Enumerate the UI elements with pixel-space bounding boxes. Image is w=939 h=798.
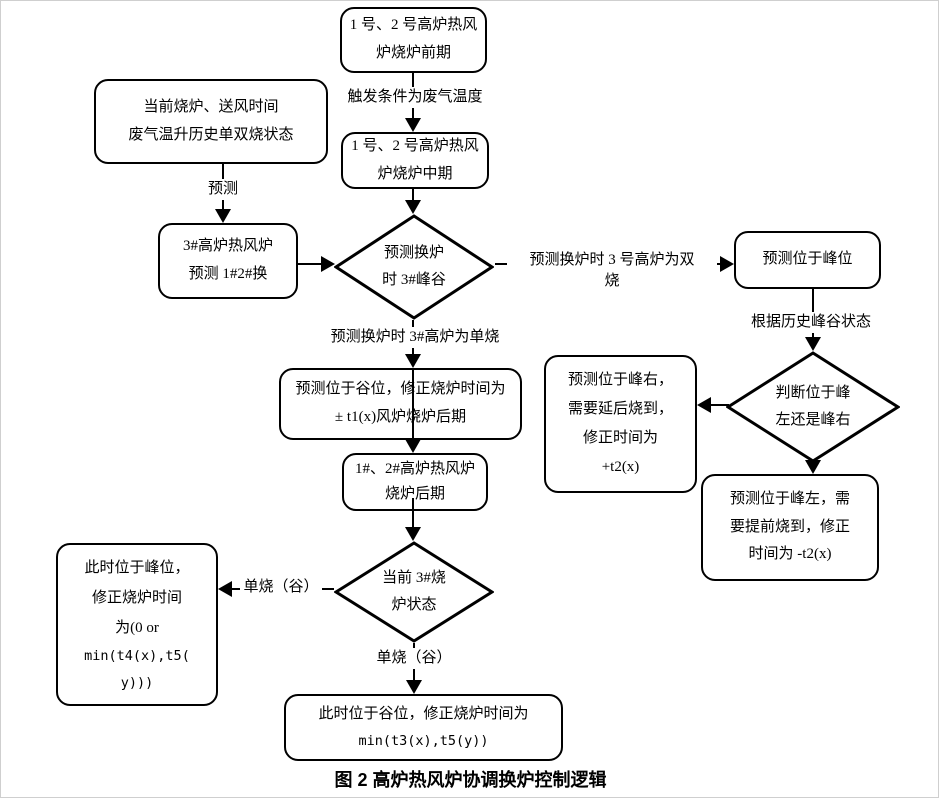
- connector-predict3-d1: [298, 263, 322, 265]
- node-text-line: 预测位于峰位: [762, 251, 853, 268]
- node-text-line: 3#高炉热风炉: [182, 238, 273, 255]
- node-text-line: 修正烧炉时间: [91, 589, 182, 606]
- arrowhead-down-icon: [405, 354, 421, 368]
- edge-label-history: 根据历史峰谷状态: [740, 312, 882, 333]
- arrowhead-down-icon: [405, 200, 421, 214]
- connector-valleypos-late: [412, 369, 414, 439]
- edge-label-single-valley-left: 单烧（谷）: [240, 577, 322, 598]
- decision-current-3-state: 当前 3#烧 炉状态: [334, 541, 494, 643]
- decision-text-line: 判断位于峰: [775, 385, 851, 401]
- edge-label-single-valley-down: 单烧（谷）: [372, 648, 456, 669]
- node-text-line: 1 号、2 号高炉热风: [349, 17, 478, 34]
- arrowhead-down-icon: [805, 460, 821, 474]
- arrowhead-left-icon: [697, 397, 711, 413]
- node-at-valley: 此时位于谷位，修正烧炉时间为 min(t3(x),t5(y)): [284, 694, 563, 761]
- diamond-shape: [334, 541, 494, 643]
- node-burn-early: 1 号、2 号高炉热风 炉烧炉前期: [340, 7, 487, 73]
- connector-d2-peakright: [711, 404, 729, 406]
- node-burn-late: 1#、2#高炉热风炉 烧炉后期: [342, 453, 488, 511]
- node-text-line: 1 号、2 号高炉热风: [351, 137, 479, 154]
- edge-label-line: 预测换炉时 3 号高炉为双: [529, 252, 695, 268]
- node-text-line: 修正时间为: [582, 430, 658, 446]
- connector-late-d3: [412, 498, 414, 527]
- decision-peak-left-right: 判断位于峰 左还是峰右: [726, 351, 900, 463]
- decision-text-line: 时 3#峰谷: [382, 272, 446, 288]
- node-text-line: 1#、2#高炉热风炉: [354, 460, 475, 477]
- node-at-peak: 此时位于峰位， 修正烧炉时间 为(0 or min(t4(x),t5( y))): [56, 543, 218, 706]
- figure-caption: 图 2 高炉热风炉协调换炉控制逻辑: [334, 770, 607, 790]
- node-text-line: 为(0 or: [115, 619, 159, 636]
- arrowhead-right-icon: [720, 256, 734, 272]
- decision-predict-peak-valley: 预测换炉 时 3#峰谷: [334, 214, 494, 320]
- node-text-line: 炉烧炉前期: [375, 45, 451, 61]
- node-text-line: min(t4(x),t5(: [84, 647, 190, 664]
- node-text-line: 时间为 -t2(x): [748, 546, 832, 563]
- node-text-line: 炉烧炉中期: [377, 165, 453, 182]
- decision-text-line: 左还是峰右: [775, 412, 851, 428]
- node-text-line: 预测 1#2#换: [188, 266, 268, 282]
- decision-text-line: 炉状态: [391, 597, 437, 613]
- node-text-line: 预测位于谷位，修正烧炉时间为: [295, 381, 506, 398]
- node-text-line: min(t3(x),t5(y)): [358, 732, 489, 749]
- edge-label-trigger: 触发条件为废气温度: [340, 87, 490, 108]
- node-text-line: 废气温升历史单双烧状态: [128, 126, 294, 143]
- node-text-line: 预测位于峰左，需: [729, 490, 850, 507]
- node-text-line: ± t1(x)风炉烧炉后期: [334, 409, 467, 425]
- edge-label-predict: 预测: [195, 179, 251, 200]
- edge-label-single-burn: 预测换炉时 3#高炉为单烧: [318, 327, 512, 348]
- node-text-line: 烧炉后期: [384, 486, 445, 502]
- arrowhead-down-icon: [405, 439, 421, 453]
- node-peak-right: 预测位于峰右， 需要延后烧到， 修正时间为 +t2(x): [544, 355, 697, 493]
- node-text-line: 此时位于谷位，修正烧炉时间为: [318, 706, 529, 723]
- node-text-line: 预测位于峰右，: [567, 371, 673, 388]
- node-peak-position: 预测位于峰位: [734, 231, 881, 289]
- node-history-inputs: 当前烧炉、送风时间 废气温升历史单双烧状态: [94, 79, 328, 164]
- decision-text-line: 预测换炉: [383, 245, 444, 261]
- node-text-line: y))): [120, 674, 154, 691]
- arrowhead-left-icon: [218, 581, 232, 597]
- edge-label-double-burn: 预测换炉时 3 号高炉为双 烧: [507, 250, 717, 292]
- arrowhead-down-icon: [215, 209, 231, 223]
- node-predict-3: 3#高炉热风炉 预测 1#2#换: [158, 223, 298, 299]
- node-burn-mid: 1 号、2 号高炉热风 炉烧炉中期: [341, 132, 489, 189]
- arrowhead-down-icon: [405, 118, 421, 132]
- node-text-line: +t2(x): [601, 459, 640, 476]
- arrowhead-down-icon: [805, 337, 821, 351]
- node-text-line: 此时位于峰位，: [84, 559, 190, 576]
- node-text-line: 需要延后烧到，: [567, 400, 673, 417]
- arrowhead-down-icon: [406, 680, 422, 694]
- node-text-line: 当前烧炉、送风时间: [143, 98, 279, 115]
- node-valley-position: 预测位于谷位，修正烧炉时间为 ± t1(x)风炉烧炉后期: [279, 368, 522, 440]
- edge-label-line: 烧: [604, 273, 620, 289]
- node-text-line: 要提前烧到，修正: [729, 518, 850, 535]
- arrowhead-down-icon: [405, 527, 421, 541]
- node-peak-left: 预测位于峰左，需 要提前烧到，修正 时间为 -t2(x): [701, 474, 879, 581]
- arrowhead-right-icon: [321, 256, 335, 272]
- connector-mid-d1: [412, 189, 414, 201]
- diamond-shape: [334, 214, 494, 320]
- decision-text-line: 当前 3#烧: [382, 570, 446, 586]
